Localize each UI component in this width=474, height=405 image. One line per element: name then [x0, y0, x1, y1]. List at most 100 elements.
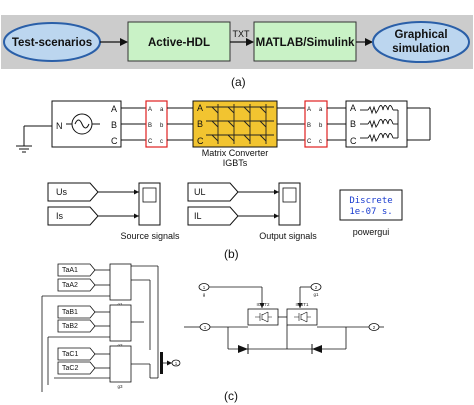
input-wires: [95, 269, 110, 369]
tag-tab2: [57, 319, 96, 333]
panel-b-caption: (b): [224, 247, 239, 261]
source-scope-screen: [142, 187, 157, 203]
meas1-a-out: a: [160, 107, 164, 113]
meas2-b-out: b: [319, 123, 323, 129]
wires-source-to-meas1: [121, 107, 146, 141]
rl-load-icon: [360, 105, 399, 143]
power-port-left-label: 1: [204, 325, 207, 330]
panel-b: N A B C A B C a b c A B C: [16, 100, 431, 261]
wires-matrix-to-meas2: [277, 107, 305, 141]
right-bus-lines: [131, 265, 159, 379]
igbt2-label: IGBT2: [256, 302, 270, 307]
gate-inputs: TaA1 TaA2 TaB1 TaB2 TaC1 TaC2: [57, 263, 96, 375]
switch-matrix-icon: [206, 104, 274, 144]
matlab-simulink-node: [253, 21, 357, 62]
is-label: Is: [56, 211, 64, 221]
source-port-a: A: [111, 104, 117, 114]
from-tag-is: [47, 206, 99, 226]
panel-a: Test-scenarios Active-HDL TXT MATLAB/Sim…: [1, 15, 473, 89]
tac2-label: TaC2: [62, 365, 78, 372]
txt-edge-label: TXT: [233, 29, 251, 39]
diode-right-icon: [311, 344, 322, 354]
from-tag-ul: [187, 182, 239, 202]
diode-left-icon: [238, 344, 249, 354]
il-label: IL: [194, 211, 202, 221]
from-tag-il: [187, 206, 239, 226]
from-tag-us: [47, 182, 99, 202]
subsystem-2: [109, 304, 132, 342]
power-port-right-label: 2: [373, 325, 376, 330]
meas2-c: C: [307, 139, 312, 145]
tag-taa2: [57, 278, 96, 292]
meas1-a: A: [148, 107, 152, 113]
panel-c-caption: (c): [224, 389, 238, 403]
source-signals-label: Source signals: [120, 231, 180, 241]
panel-a-caption: (a): [231, 75, 246, 89]
graphical-simulation-label-1: Graphical: [394, 29, 447, 41]
output-signals-label: Output signals: [259, 231, 317, 241]
tag-tac2: [57, 361, 96, 375]
subsystem-3: [109, 345, 132, 383]
gate-in-port-1-label: g: [203, 292, 206, 297]
igbt1-label: IGBT1: [295, 302, 309, 307]
powergui-block: [339, 189, 403, 221]
graphical-simulation-node: [372, 21, 470, 63]
matrix-port-b: B: [197, 119, 203, 129]
tab1-label: TaB1: [62, 309, 78, 316]
graphical-simulation-label-2: simulation: [392, 43, 450, 55]
matrix-converter-block: [192, 100, 278, 148]
matrix-port-a: A: [197, 103, 203, 113]
left-bus-lines: [41, 295, 110, 392]
wires-meas1-to-matrix: [167, 107, 193, 141]
gate-in-port-1-num: 1: [203, 285, 206, 290]
subsystem-3-label: g3: [117, 384, 123, 389]
powergui-label: powergui: [353, 227, 390, 237]
mux-block: [160, 352, 163, 374]
test-scenarios-label: Test-scenarios: [12, 37, 92, 49]
matrix-converter-label-1: Matrix Converter: [202, 148, 269, 158]
load-port-c: C: [350, 136, 357, 146]
tag-taa1: [57, 263, 96, 277]
matrix-port-c: C: [197, 136, 204, 146]
us-label: Us: [56, 187, 67, 197]
powergui-line1: Discrete: [349, 196, 392, 206]
subsystem-1-label: g1: [117, 302, 123, 307]
meas2-b: B: [307, 123, 311, 129]
matrix-converter-label-2: IGBTs: [223, 158, 248, 168]
source-port-c: C: [111, 136, 118, 146]
igbt2-block: [247, 308, 279, 326]
gate-in-port-2-num: 2: [315, 285, 318, 290]
tag-tab1: [57, 305, 96, 319]
ground-icon: [16, 145, 32, 153]
gate-in-port-2-label: g1: [313, 292, 319, 297]
output-scope-screen: [282, 187, 297, 203]
igbt-switch-group: 1 g 2 g1 IGBT2 IGBT1 1 2: [184, 283, 384, 354]
source-scope: [138, 182, 161, 226]
taa1-label: TaA1: [62, 267, 78, 274]
output-signals-group: UL IL Output signals: [187, 182, 317, 241]
meas2-a: A: [307, 107, 311, 113]
panel-c: TaA1 TaA2 TaB1 TaB2 TaC1 TaC2: [41, 263, 384, 403]
meas1-c: C: [148, 139, 153, 145]
active-hdl-node: [127, 21, 231, 62]
wires-meas2-to-load: [327, 107, 346, 141]
taa2-label: TaA2: [62, 282, 78, 289]
meas2-c-out: c: [319, 139, 322, 145]
gate-wires: [209, 286, 311, 308]
meas1-b-out: b: [160, 123, 164, 129]
subsystem-2-label: g2: [117, 343, 123, 348]
subsystem-1: [109, 263, 132, 301]
igbt1-icon: [294, 311, 311, 323]
source-port-b: B: [111, 120, 117, 130]
source-n-port: N: [56, 121, 63, 131]
igbt1-block: [286, 308, 318, 326]
sine-icon: [74, 119, 90, 129]
source-signals-group: Us Is Source signals: [47, 182, 180, 241]
matlab-simulink-label: MATLAB/Simulink: [256, 37, 355, 49]
active-hdl-label: Active-HDL: [148, 37, 210, 49]
tac1-label: TaC1: [62, 351, 78, 358]
meas1-b: B: [148, 123, 152, 129]
powergui-line2: 1e-07 s.: [349, 207, 392, 217]
load-port-a: A: [350, 103, 356, 113]
